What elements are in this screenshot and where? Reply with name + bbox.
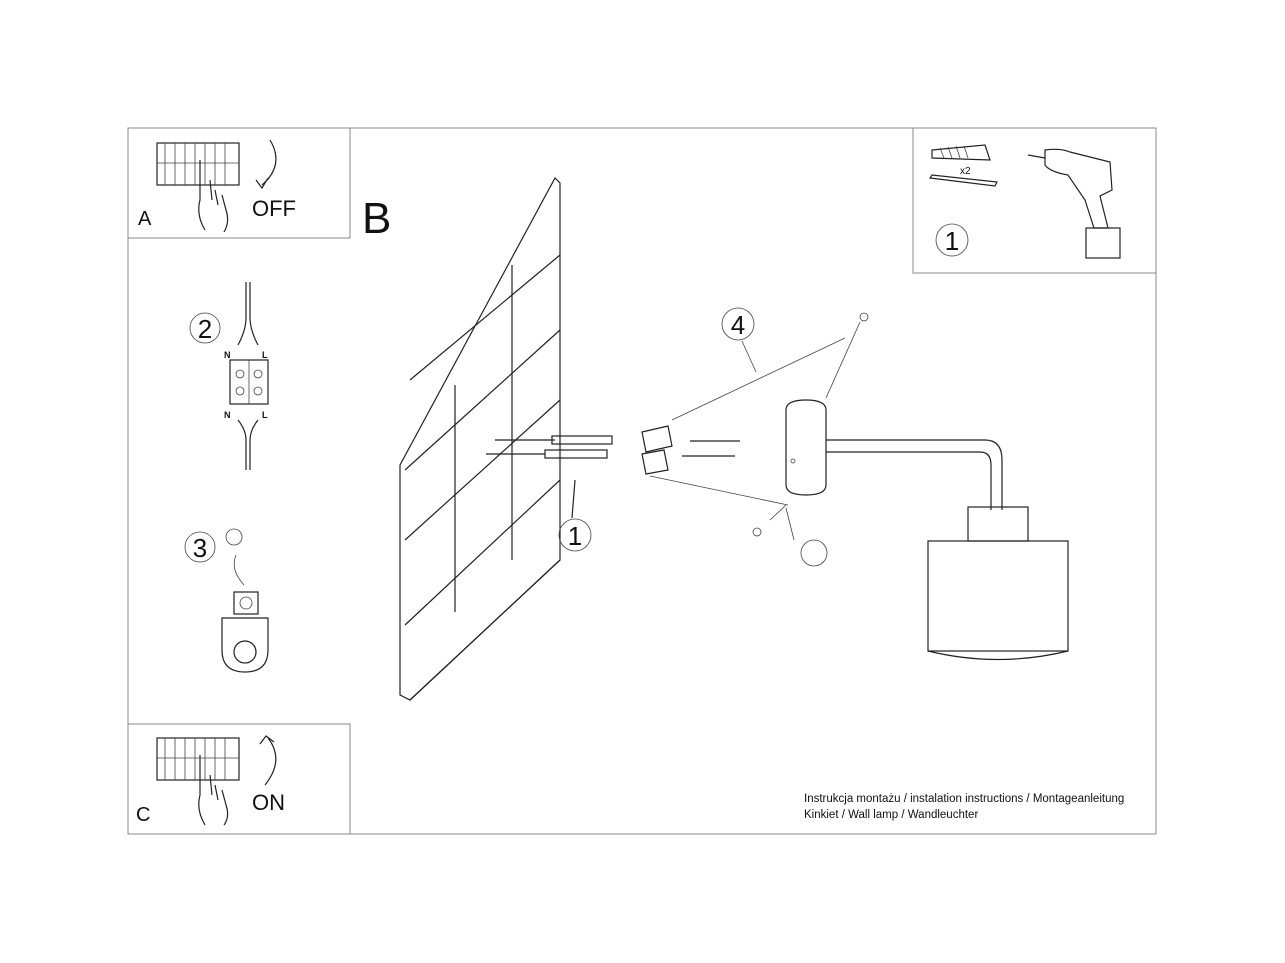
ground-terminal-illustration <box>221 554 269 673</box>
set-screw-top <box>859 312 869 322</box>
wall-illustration <box>399 177 561 701</box>
arrow-down-icon <box>261 139 277 186</box>
step-4-number: 4 <box>731 310 745 340</box>
panel-a-letter: A <box>138 208 152 230</box>
arrow-up-icon <box>264 737 277 786</box>
tools-panel-frame <box>912 127 1157 274</box>
screw-icon <box>928 174 998 187</box>
step-3-number: 3 <box>193 533 207 563</box>
wall-lamp-illustration <box>785 399 1069 661</box>
step-1-tools-number: 1 <box>945 226 959 256</box>
breaker-on-illustration <box>156 735 277 826</box>
drill-icon <box>1027 148 1121 259</box>
step-4-circle <box>721 307 755 341</box>
neutral-label-top: N <box>224 350 231 360</box>
panel-b-letter: B <box>362 194 391 243</box>
panel-c-letter: C <box>136 804 150 826</box>
step-1-number: 1 <box>568 521 582 551</box>
outer-frame <box>127 127 1157 835</box>
terminal-block-illustration <box>229 282 269 470</box>
step-2-circle <box>189 312 221 344</box>
off-label: OFF <box>252 196 296 221</box>
panel-a-frame <box>127 127 351 239</box>
ground-symbol-icon <box>225 528 243 546</box>
live-label-top: L <box>262 350 268 360</box>
step-3-circle <box>184 531 216 563</box>
anchors-and-screws <box>486 435 613 519</box>
neutral-label-bottom: N <box>224 410 231 420</box>
breaker-off-illustration <box>156 139 277 233</box>
wall-plug-icon <box>931 144 991 161</box>
step-1-circle <box>558 518 592 552</box>
set-screw-bottom <box>752 527 762 537</box>
live-label-bottom: L <box>262 410 268 420</box>
step-2-number: 2 <box>198 314 212 344</box>
panel-c-frame <box>127 723 351 835</box>
ground-symbol-step4-icon <box>800 539 828 567</box>
mounting-bracket <box>641 337 846 506</box>
step-1-tools-circle <box>935 223 969 257</box>
footer-instructions-title: Instrukcja montażu / instalation instruc… <box>804 793 1124 805</box>
quantity-label: x2 <box>960 166 971 177</box>
footer-product-type: Kinkiet / Wall lamp / Wandleuchter <box>804 809 978 821</box>
on-label: ON <box>252 790 285 815</box>
